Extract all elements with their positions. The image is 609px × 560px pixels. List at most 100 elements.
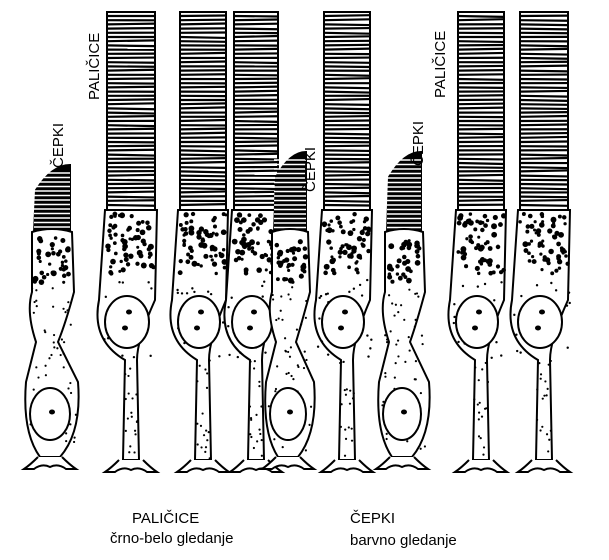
cytoplasm-dot [52,333,56,337]
cytoplasm-dot [255,413,258,416]
cone-outer-segment [272,150,307,233]
synaptic-foot [173,459,233,473]
granule [200,238,206,243]
nucleus [382,387,422,441]
granule [50,270,56,275]
cone-outer-segment [385,150,422,233]
cytoplasm-dot [287,371,290,375]
cytoplasm-dot [62,307,65,310]
disc-stripe [179,106,227,110]
cytoplasm-dot [129,367,132,370]
disc-stripe [323,194,371,198]
cytoplasm-dot [287,293,290,296]
cytoplasm-dot [474,366,477,369]
granule [478,220,483,226]
cytoplasm-dot [130,415,133,418]
cytoplasm-dot [281,446,284,449]
cytoplasm-dot [274,387,278,391]
cytoplasm-dot [121,281,125,284]
disc-stripe [233,73,279,77]
rod-outer-segment [519,11,569,211]
disc-stripe [233,152,279,156]
cytoplasm-dot [206,439,209,442]
cytoplasm-dot [236,355,239,359]
cytoplasm-dot [59,353,62,357]
granule [402,254,407,260]
disc-stripe [179,60,227,64]
granule [327,223,331,227]
disc-stripe [106,190,156,194]
cytoplasm-dot [344,437,348,441]
cytoplasm-dot [568,301,571,305]
cytoplasm-dot [483,282,487,286]
disc-stripe [457,161,505,166]
cytoplasm-dot [350,439,354,442]
cytoplasm-dot [35,289,38,292]
cytoplasm-dot [318,296,321,300]
granule [495,264,501,269]
granule [198,226,205,232]
cytoplasm-dot [480,415,484,418]
cytoplasm-dot [545,394,548,397]
granule [247,246,252,251]
granule [415,253,421,259]
cytoplasm-dot [252,446,256,450]
cytoplasm-dot [118,281,121,284]
cytoplasm-dot [258,385,261,388]
cytoplasm-dot [519,351,522,354]
granule [60,263,65,268]
cytoplasm-dot [62,366,65,369]
cytoplasm-dot [204,446,208,449]
granule [211,261,218,267]
cytoplasm-dot [69,381,72,385]
granule [214,253,218,258]
cytoplasm-dot [485,361,488,365]
disc-stripe [233,190,279,194]
cone-cell [372,150,432,470]
granule [182,238,187,243]
cytoplasm-dot [62,341,66,344]
granule [129,214,134,219]
cytoplasm-dot [128,451,131,454]
granule [60,238,66,244]
granule [326,239,332,245]
granule [527,213,533,219]
disc-stripe [233,34,279,39]
granule [198,242,205,248]
granule [184,220,189,225]
disc-stripe [519,195,569,199]
granule [236,255,242,261]
granule [531,259,537,265]
cytoplasm-dot [249,433,252,436]
disc-stripe [179,174,227,178]
nucleolus [49,409,55,415]
cytoplasm-dot [287,350,290,354]
cytoplasm-dot [369,347,372,350]
cytoplasm-dot [208,359,211,362]
nucleolus [338,325,344,331]
cytoplasm-dot [539,377,542,380]
granule [252,251,258,256]
disc-stripe [519,19,569,22]
disc-stripe [519,182,569,186]
cytoplasm-dot [66,309,69,312]
granule [557,214,562,219]
cytoplasm-dot [393,376,396,379]
cytoplasm-dot [264,351,267,354]
granule [55,251,61,257]
granule [359,229,365,236]
disc-stripe [519,153,569,157]
cytoplasm-dot [477,435,481,438]
granule [49,241,55,248]
cytoplasm-dot [281,318,284,321]
granule [525,229,530,234]
legend-cones-description: barvno gledanje [350,532,457,549]
granule [539,222,545,228]
granule [108,233,112,238]
cytoplasm-dot [326,353,330,356]
granule [548,248,554,255]
nucleolus [126,309,132,315]
cytoplasm-dot [121,354,124,357]
granule [251,222,256,227]
